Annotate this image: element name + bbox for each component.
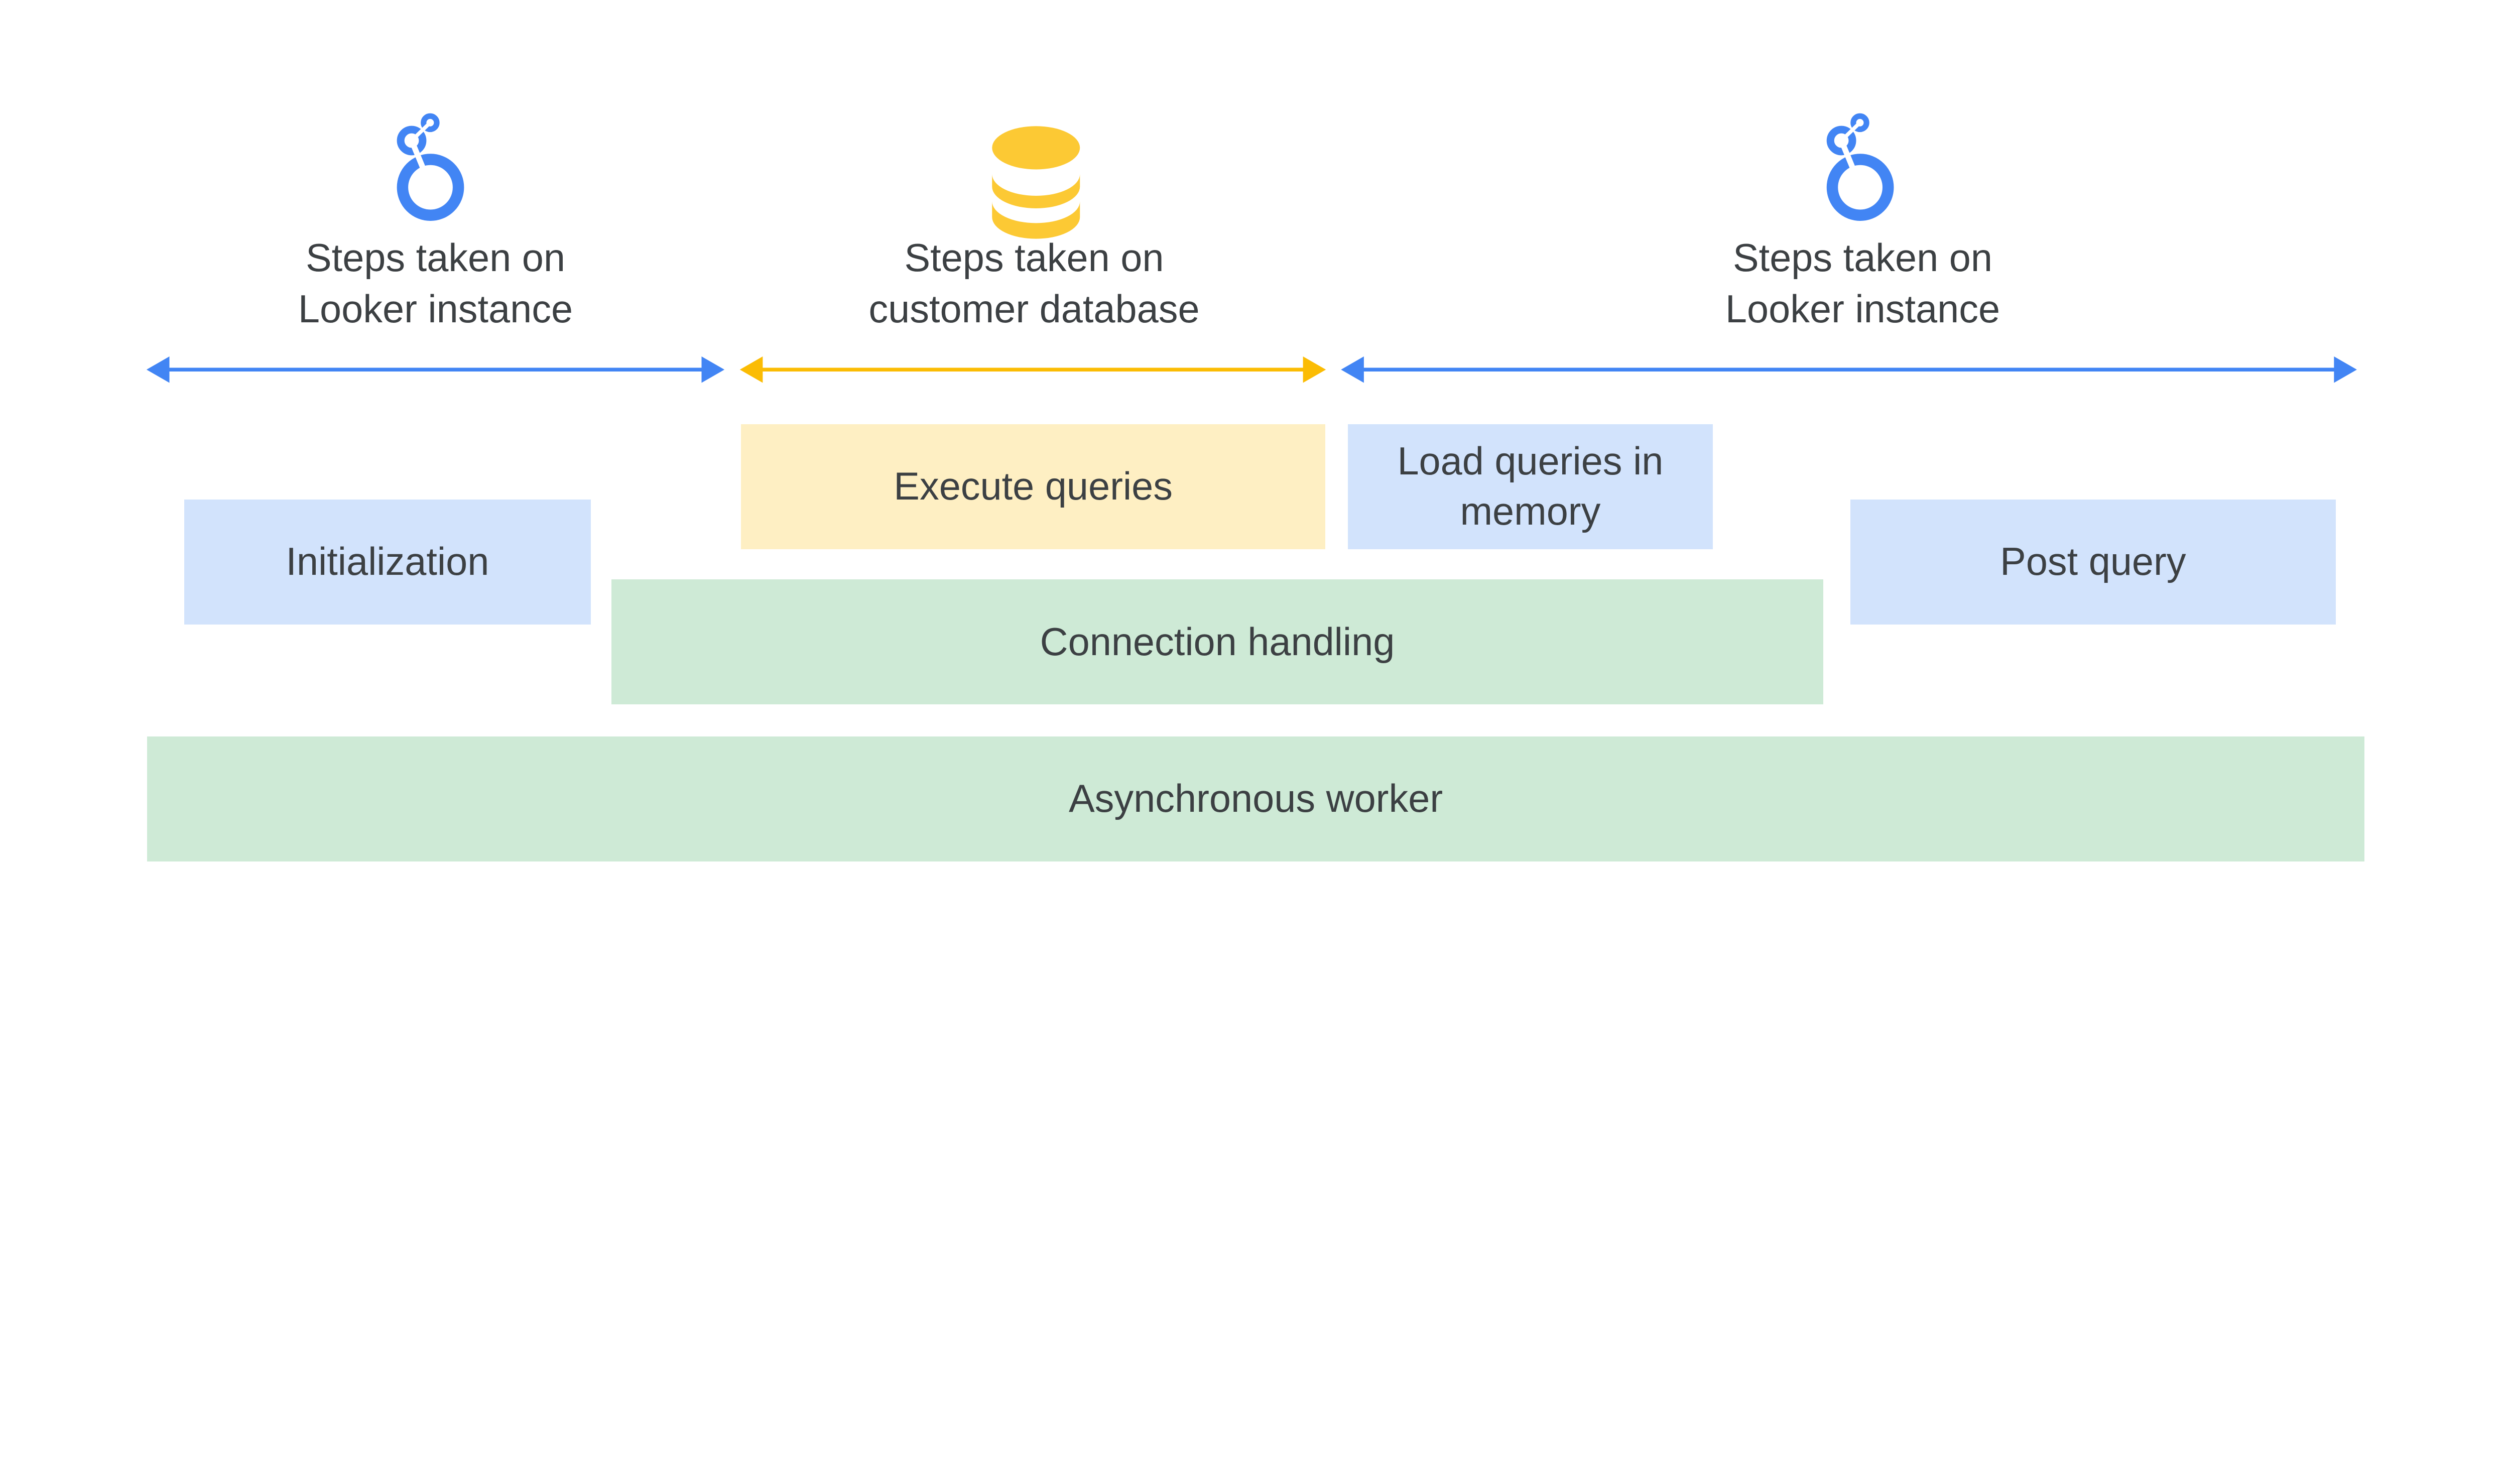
connection-handling-box: Connection handling [611, 579, 1823, 705]
diagram-graphics [146, 113, 2357, 383]
database-range-arrow [739, 356, 1326, 383]
initialization-box: Initialization [184, 500, 591, 625]
execute-queries-box: Execute queries [741, 424, 1325, 549]
heading-line-1: Steps taken on [305, 236, 566, 280]
heading-line-2: Looker instance [1725, 288, 2000, 331]
database-icon [992, 126, 1080, 239]
heading-line-2: Looker instance [298, 288, 573, 331]
heading-line-2: customer database [868, 288, 1200, 331]
looker-range-arrow-right [1341, 356, 2357, 383]
looker-logo-icon [1826, 113, 1894, 221]
heading-line-1: Steps taken on [904, 236, 1164, 280]
section-heading-looker-left: Steps taken on Looker instance [216, 232, 655, 335]
looker-range-arrow-left [146, 356, 725, 383]
asynchronous-worker-box: Asynchronous worker [147, 736, 2364, 861]
section-heading-looker-right: Steps taken on Looker instance [1643, 232, 2082, 335]
looker-logo-icon [397, 113, 464, 221]
query-lifecycle-diagram: Steps taken on Looker instance Steps tak… [146, 113, 2364, 861]
heading-line-1: Steps taken on [1732, 236, 1993, 280]
post-query-box: Post query [1850, 500, 2336, 625]
section-heading-database: Steps taken on customer database [815, 232, 1254, 335]
load-queries-box: Load queries in memory [1348, 424, 1713, 549]
